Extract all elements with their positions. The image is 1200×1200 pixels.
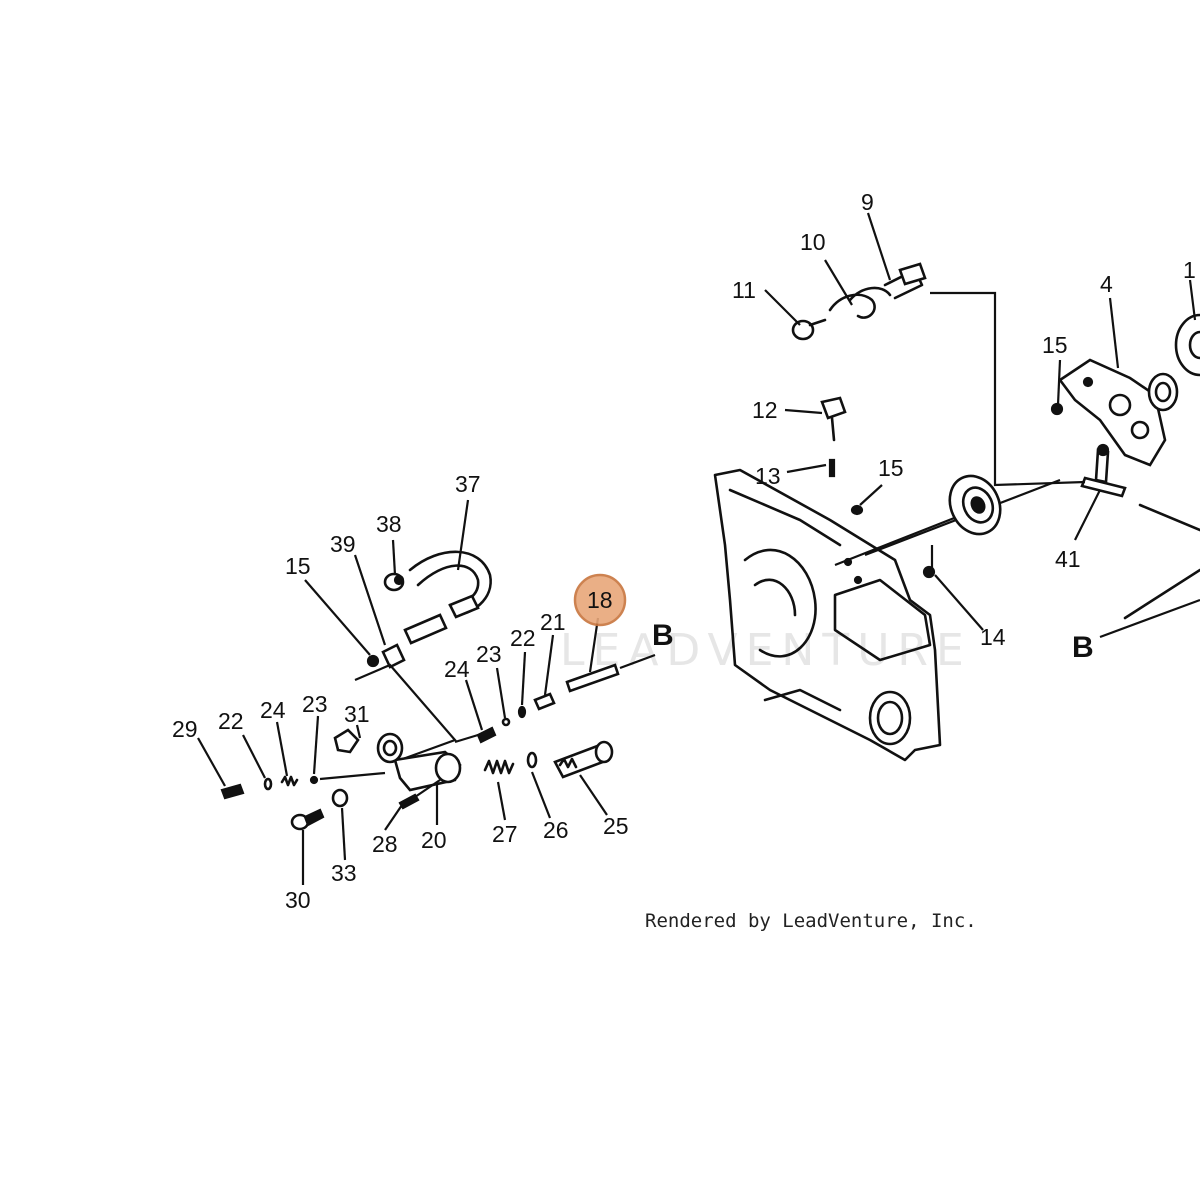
washer-33 bbox=[331, 788, 349, 808]
callout-23-left[interactable]: 23 bbox=[302, 691, 328, 717]
b-leader-left bbox=[619, 653, 656, 670]
callout-b-left[interactable]: B bbox=[652, 619, 674, 652]
callout-23-upper[interactable]: 23 bbox=[476, 641, 502, 667]
fitting-39 bbox=[366, 643, 406, 669]
callout-9[interactable]: 9 bbox=[861, 189, 874, 215]
callout-37[interactable]: 37 bbox=[455, 471, 481, 497]
callout-18[interactable]: 18 bbox=[587, 587, 613, 613]
o-ring-26 bbox=[526, 751, 538, 769]
hose-37 bbox=[403, 550, 492, 645]
callout-28[interactable]: 28 bbox=[372, 831, 398, 857]
callout-10[interactable]: 10 bbox=[800, 229, 826, 255]
callout-25[interactable]: 25 bbox=[603, 813, 629, 839]
render-credit: Rendered by LeadVenture, Inc. bbox=[645, 910, 977, 932]
callout-24-upper[interactable]: 24 bbox=[444, 656, 470, 682]
callout-33[interactable]: 33 bbox=[331, 860, 357, 886]
drive-gear bbox=[1147, 313, 1200, 412]
callout-13[interactable]: 13 bbox=[755, 463, 781, 489]
washer-22-upper bbox=[517, 705, 527, 719]
callout-38[interactable]: 38 bbox=[376, 511, 402, 537]
screw-29 bbox=[220, 783, 245, 800]
spring-24-upper bbox=[476, 726, 497, 744]
fitting-11 bbox=[791, 318, 827, 341]
crankcase-housing bbox=[713, 468, 942, 762]
adjuster-body-20 bbox=[376, 732, 462, 792]
assembly-line-left bbox=[354, 663, 457, 762]
callout-27[interactable]: 27 bbox=[492, 821, 518, 847]
plate-31 bbox=[333, 728, 360, 754]
callout-11[interactable]: 11 bbox=[732, 277, 756, 303]
callout-15-housing[interactable]: 15 bbox=[878, 455, 904, 481]
washer-15-right bbox=[850, 504, 864, 516]
callout-4[interactable]: 4 bbox=[1100, 271, 1113, 297]
pin-13 bbox=[828, 458, 836, 478]
b-leader-right bbox=[1099, 598, 1200, 639]
oil-line bbox=[930, 291, 1086, 487]
callout-14[interactable]: 14 bbox=[980, 624, 1006, 650]
washer-15-pump bbox=[1050, 402, 1064, 416]
callout-20[interactable]: 20 bbox=[421, 827, 447, 853]
callout-22-left[interactable]: 22 bbox=[218, 708, 244, 734]
spring-24-left bbox=[280, 775, 299, 787]
callout-1[interactable]: 1 bbox=[1183, 257, 1196, 283]
spring-27 bbox=[483, 759, 515, 775]
seal-ring bbox=[948, 474, 1002, 536]
highlight-circle-18 bbox=[573, 573, 627, 627]
callout-21[interactable]: 21 bbox=[540, 609, 566, 635]
oil-pump bbox=[1058, 358, 1167, 467]
bar-stud-lower bbox=[1123, 568, 1200, 620]
bolt-12 bbox=[820, 396, 847, 442]
oil-hose bbox=[828, 262, 927, 319]
fitting-38 bbox=[383, 572, 405, 592]
t-fitting bbox=[1080, 443, 1127, 498]
screw-30 bbox=[290, 808, 325, 831]
callout-29[interactable]: 29 bbox=[172, 716, 198, 742]
washer-22-left bbox=[263, 777, 273, 791]
callout-26[interactable]: 26 bbox=[543, 817, 569, 843]
callout-12[interactable]: 12 bbox=[752, 397, 778, 423]
callout-15-left[interactable]: 15 bbox=[285, 553, 311, 579]
callout-41[interactable]: 41 bbox=[1055, 546, 1081, 572]
rod-18 bbox=[565, 663, 620, 693]
bar-stud-upper bbox=[1138, 503, 1200, 532]
callout-15-pump[interactable]: 15 bbox=[1042, 332, 1068, 358]
screw-21 bbox=[533, 692, 556, 711]
callout-24-left[interactable]: 24 bbox=[260, 697, 286, 723]
ball-23-upper bbox=[501, 717, 511, 727]
callout-31[interactable]: 31 bbox=[344, 701, 370, 727]
adjuster-screw-25 bbox=[553, 740, 614, 779]
ball-23-left bbox=[309, 775, 319, 785]
callout-b-right[interactable]: B bbox=[1072, 631, 1094, 664]
callout-39[interactable]: 39 bbox=[330, 531, 356, 557]
callout-22-upper[interactable]: 22 bbox=[510, 625, 536, 651]
callout-30[interactable]: 30 bbox=[285, 887, 311, 913]
